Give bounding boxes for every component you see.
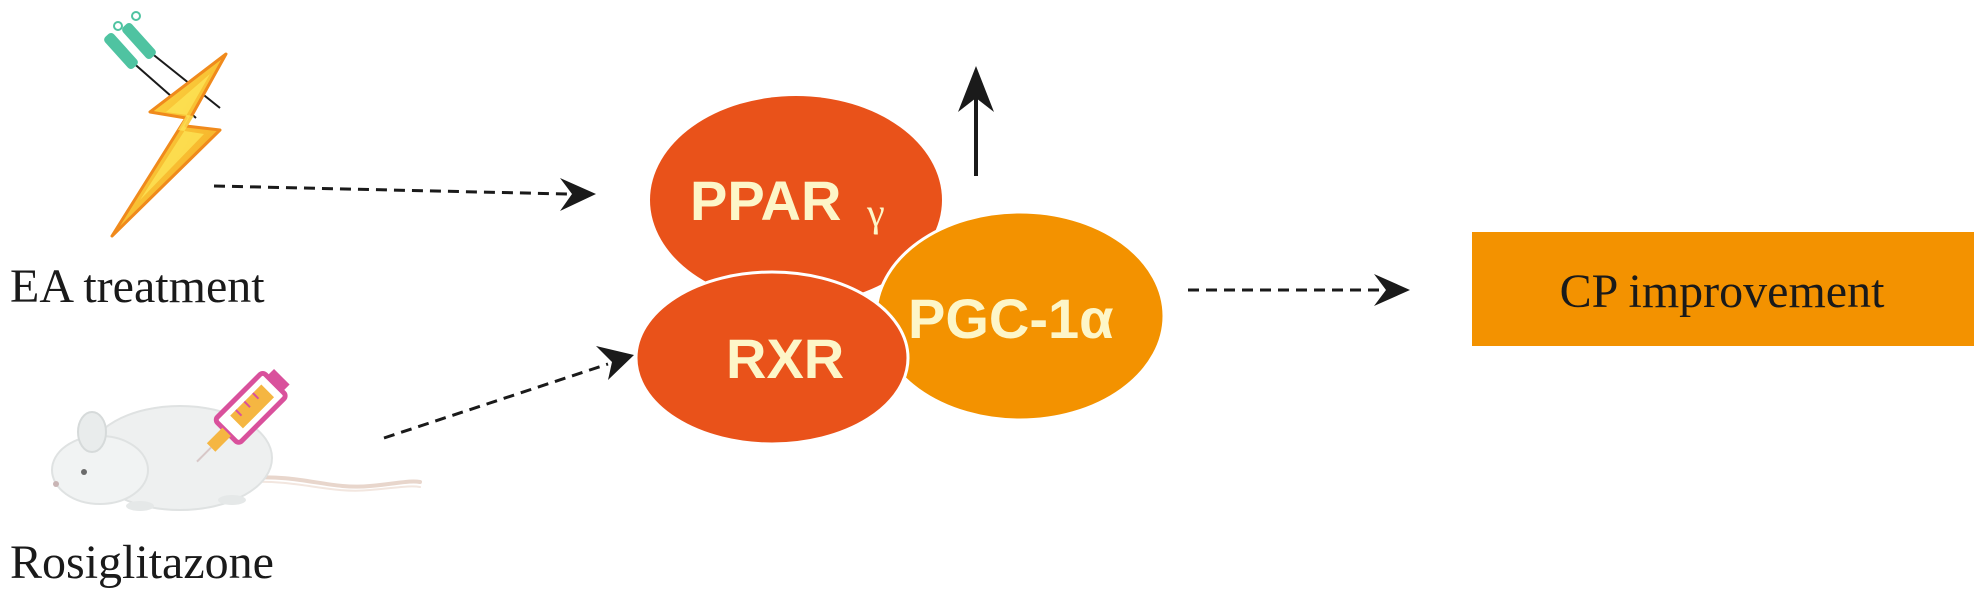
ppar-label: PPAR — [690, 169, 841, 232]
ppar-gamma-node: PPAR γ — [650, 96, 942, 304]
lightning-bolt-icon — [110, 52, 228, 238]
ea-treatment-label: EA treatment — [10, 260, 265, 313]
acupuncture-needles-icon — [104, 11, 221, 119]
ppar-gamma-symbol: γ — [866, 190, 885, 235]
rosiglitazone-icon-group — [51, 368, 422, 511]
ea-to-ppar-arrow — [213, 178, 596, 211]
cp-improvement-box: CP improvement — [1472, 232, 1974, 346]
up-arrow-icon — [958, 66, 994, 176]
rxr-node: RXR — [634, 270, 910, 446]
rosiglitazone-label: Rosiglitazone — [10, 536, 274, 589]
complex-to-outcome-arrow — [1188, 274, 1410, 306]
mouse-icon — [51, 405, 422, 511]
pgc-label: PGC-1α — [908, 287, 1114, 350]
rxr-label: RXR — [726, 327, 844, 390]
syringe-icon — [196, 368, 290, 463]
svg-text:PPAR γ: PPAR γ — [690, 169, 885, 235]
pgc-1alpha-node: PGC-1α — [874, 210, 1166, 422]
cp-improvement-label: CP improvement — [1560, 265, 1886, 318]
ea-treatment-icon-group — [104, 11, 228, 238]
rosiglitazone-to-rxr-arrow — [383, 346, 634, 440]
